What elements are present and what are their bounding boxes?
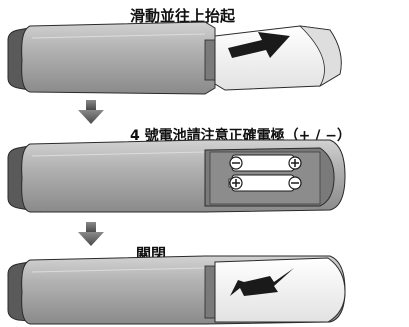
minus-icon: [288, 176, 302, 190]
down-arrow-icon: [78, 222, 104, 246]
step1-caption: 滑動並往上抬起: [130, 7, 236, 25]
slide-arrow-icon: [230, 268, 294, 296]
minus-icon: [229, 156, 243, 170]
slide-arrow-icon: [228, 32, 290, 58]
remote-step2: [7, 139, 346, 213]
remote-step3: [7, 255, 346, 325]
remote-step1: [7, 21, 342, 95]
plus-icon: [288, 156, 302, 170]
plus-icon: [229, 176, 243, 190]
down-arrow-icon: [78, 100, 104, 124]
